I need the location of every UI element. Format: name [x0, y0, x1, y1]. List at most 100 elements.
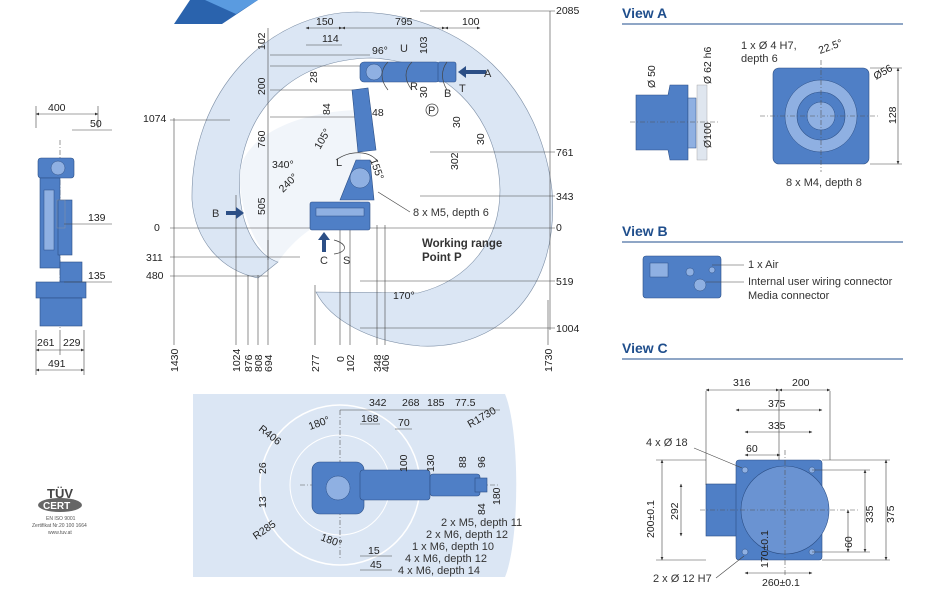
top-dim-342: 342: [369, 397, 387, 409]
dim-30b: 30: [475, 133, 487, 145]
dim-760: 760: [256, 130, 268, 148]
side-view: 400 50 139 135 261 229 491: [35, 102, 112, 375]
view-c-dim-2x12: 2 x Ø 12 H7: [653, 573, 712, 585]
dim-102: 102: [256, 32, 268, 50]
view-a-dim-d100: Ø100: [702, 122, 714, 148]
top-dim-268: 268: [402, 397, 420, 409]
view-c-dim-335b: 335: [864, 505, 876, 523]
axis-r-label: R: [410, 81, 418, 93]
holes-note: 8 x M5, depth 6: [413, 207, 489, 219]
axis-b-label: B: [444, 88, 451, 100]
dim-30a: 30: [451, 116, 463, 128]
dim-100: 100: [462, 16, 480, 28]
left-311: 311: [146, 252, 163, 264]
top-dim-96: 96: [476, 456, 488, 468]
right-343: 343: [556, 191, 574, 203]
dim-302: 302: [449, 152, 461, 170]
top-dim-77.5: 77.5: [455, 397, 476, 409]
view-c-dim-60b: 60: [843, 536, 855, 548]
point-p-label: P: [428, 105, 435, 117]
dim-114: 114: [322, 33, 339, 45]
view-a-dim-d56: Ø56: [872, 62, 895, 82]
top-note-5: 4 x M6, depth 14: [398, 565, 480, 577]
axis-s-label: S: [343, 255, 350, 267]
top-dim-130: 130: [425, 454, 437, 472]
working-range-point: Point P: [422, 252, 462, 264]
logo-brand: TÜV: [47, 486, 73, 501]
bottom-1430: 1430: [169, 348, 181, 372]
top-dim-180: 180: [491, 487, 503, 505]
view-a-note1: 1 x Ø 4 H7,: [741, 40, 797, 52]
view-a-dim-d62: Ø 62 h6: [702, 46, 714, 84]
bottom-1730: 1730: [543, 348, 555, 372]
side-dim-135: 135: [88, 270, 106, 282]
top-dim-88: 88: [457, 456, 469, 468]
top-note-1: 2 x M5, depth 11: [441, 517, 522, 529]
top-dim-100: 100: [398, 454, 410, 472]
bottom-0: 0: [335, 356, 347, 362]
view-b-label-air: 1 x Air: [748, 259, 779, 271]
axis-l-label: L: [336, 157, 342, 169]
corner-ribbon-light: [205, 0, 258, 14]
view-a-dim-128: 128: [887, 106, 899, 124]
top-note-2: 2 x M6, depth 12: [426, 529, 508, 541]
view-a-title: View A: [622, 5, 667, 21]
view-b: View B 1 x Air Internal user wiring conn…: [622, 223, 903, 302]
view-a-dim-22.5: 22.5°: [817, 37, 844, 57]
right-761: 761: [556, 147, 574, 159]
logo-line1: EN ISO 9001: [46, 516, 76, 522]
logo-line2: Zertifikat Nr.20 100 1664: [32, 523, 87, 529]
view-c-dim-4x18: 4 x Ø 18: [646, 437, 688, 449]
view-b-label-wiring: Internal user wiring connector: [748, 276, 893, 288]
top-dim-84: 84: [476, 503, 488, 515]
right-0: 0: [556, 222, 562, 234]
left-1074: 1074: [143, 113, 167, 125]
view-b-arrow-label: B: [212, 208, 219, 220]
side-dim-139: 139: [88, 212, 106, 224]
side-dim-491: 491: [48, 358, 66, 370]
view-c-dim-200: 200: [792, 377, 810, 389]
dim-30c: 30: [418, 86, 430, 98]
view-c-dim-316: 316: [733, 377, 751, 389]
top-view: 342 268 185 77.5 168 70 R406 180° R1730 …: [193, 394, 522, 577]
logo-sub: CERT: [43, 501, 70, 512]
bottom-277: 277: [310, 354, 322, 372]
left-480: 480: [146, 270, 164, 282]
view-a-dim-d50: Ø 50: [646, 65, 658, 88]
top-dim-26: 26: [257, 462, 269, 474]
top-dim-70: 70: [398, 417, 410, 429]
right-519: 519: [556, 276, 574, 288]
view-c-dim-292: 292: [669, 502, 681, 520]
view-c-title: View C: [622, 340, 668, 356]
view-c-dim-375a: 375: [768, 398, 786, 410]
top-dim-13: 13: [257, 496, 269, 508]
view-b-title: View B: [622, 223, 668, 239]
axis-t-label: T: [459, 83, 466, 95]
dim-200: 200: [256, 77, 268, 95]
view-c-dim-335a: 335: [768, 420, 786, 432]
side-dim-261: 261: [37, 337, 55, 349]
top-dim-168: 168: [361, 413, 379, 425]
top-dim-15: 15: [368, 545, 380, 557]
angle-340: 340°: [272, 159, 294, 171]
bottom-102: 102: [345, 354, 357, 372]
right-1004: 1004: [556, 323, 580, 335]
dim-28: 28: [308, 71, 320, 83]
view-a-note2: depth 6: [741, 53, 778, 65]
axis-u-label: U: [400, 43, 408, 55]
top-dim-185: 185: [427, 397, 445, 409]
dim-84: 84: [321, 103, 333, 115]
logo-line3: www.tuv.at: [48, 530, 72, 536]
bottom-406: 406: [380, 354, 392, 372]
view-a: View A Ø 50 Ø 62 h6 Ø100 1 x Ø 4 H7, dep…: [622, 5, 903, 189]
working-range-title: Working range: [422, 238, 502, 250]
bottom-876: 876: [243, 354, 255, 372]
bottom-348: 348: [372, 354, 384, 372]
dim-103: 103: [418, 36, 430, 54]
bottom-694: 694: [263, 354, 275, 372]
view-c-dim-200pm: 200±0.1: [645, 500, 657, 538]
view-c-dim-170pm: 170±0.1: [759, 530, 771, 568]
bottom-808: 808: [253, 354, 265, 372]
view-c-dim-260pm: 260±0.1: [762, 577, 800, 589]
